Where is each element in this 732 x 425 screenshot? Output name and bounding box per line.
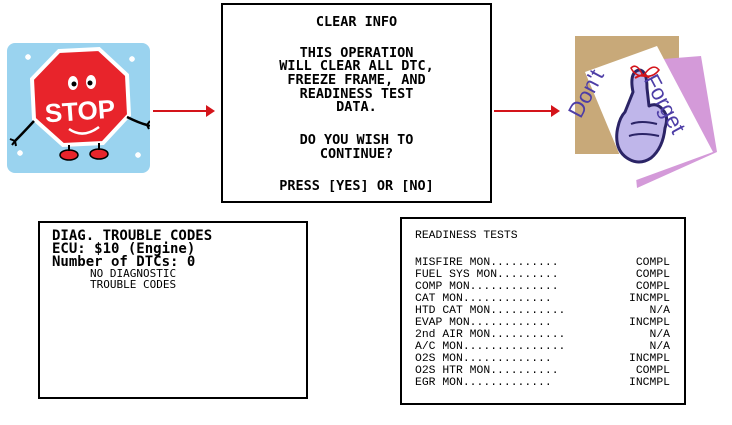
readiness-monitor: A/C MON............... (415, 341, 566, 353)
readiness-monitor: EVAP MON............ (415, 317, 552, 329)
readiness-row: O2S HTR MON.......... COMPL (415, 365, 670, 377)
arrow-right-icon (153, 105, 215, 117)
readiness-monitor: EGR MON............. (415, 377, 552, 389)
readiness-status: INCMPL (628, 377, 670, 389)
dtc-count: Number of DTCs: 0 (52, 254, 196, 270)
readiness-status: COMPL (635, 269, 670, 281)
readiness-status: INCMPL (628, 317, 670, 329)
clear-info-prompt: PRESS [YES] OR [NO] (279, 178, 434, 194)
readiness-row: CAT MON............. INCMPL (415, 293, 670, 305)
readiness-tests-screen: READINESS TESTS MISFIRE MON.......... CO… (400, 217, 686, 405)
finger-with-string-icon (575, 36, 717, 188)
readiness-monitor: O2S MON............. (415, 353, 552, 365)
readiness-monitor: HTD CAT MON........... (415, 305, 566, 317)
dont-forget-illustration: Don't Forget (561, 32, 721, 190)
clear-info-line: THIS OPERATION (299, 45, 414, 61)
readiness-status: N/A (649, 329, 670, 341)
stop-sign-word: STOP (43, 93, 117, 129)
readiness-monitor: FUEL SYS MON......... (415, 269, 559, 281)
readiness-monitor: COMP MON............. (415, 281, 559, 293)
dtc-message: NO DIAGNOSTIC (90, 267, 177, 280)
readiness-row: O2S MON............. INCMPL (415, 353, 670, 365)
diag-trouble-codes-screen: DIAG. TROUBLE CODES ECU: $10 (Engine) Nu… (38, 221, 308, 399)
clear-info-title: CLEAR INFO (315, 14, 398, 30)
readiness-monitor: 2nd AIR MON........... (415, 329, 566, 341)
readiness-status: N/A (649, 341, 670, 353)
readiness-title: READINESS TESTS (415, 230, 518, 242)
clear-info-line: WILL CLEAR ALL DTC, (279, 58, 434, 74)
readiness-monitor: CAT MON............. (415, 293, 552, 305)
clear-info-question: DO YOU WISH TO (299, 132, 414, 148)
readiness-status: INCMPL (628, 293, 670, 305)
stop-sign-cartoon-icon (9, 46, 150, 161)
readiness-status: INCMPL (628, 353, 670, 365)
readiness-row: COMP MON............. COMPL (415, 281, 670, 293)
readiness-row: A/C MON............... N/A (415, 341, 670, 353)
readiness-monitor: O2S HTR MON.......... (415, 365, 559, 377)
readiness-row: 2nd AIR MON........... N/A (415, 329, 670, 341)
clear-info-line: FREEZE FRAME, AND (287, 72, 426, 88)
readiness-row: FUEL SYS MON......... COMPL (415, 269, 670, 281)
readiness-row: MISFIRE MON.......... COMPL (415, 257, 670, 269)
readiness-status: COMPL (635, 281, 670, 293)
dtc-ecu: ECU: $10 (Engine) (52, 241, 196, 257)
stop-sign-illustration: STOP (7, 43, 150, 173)
readiness-status: COMPL (635, 257, 670, 269)
readiness-row: HTD CAT MON........... N/A (415, 305, 670, 317)
readiness-monitor: MISFIRE MON.......... (415, 257, 559, 269)
dtc-title: DIAG. TROUBLE CODES (52, 228, 213, 244)
dtc-message: TROUBLE CODES (90, 278, 177, 291)
readiness-status: N/A (649, 305, 670, 317)
readiness-row: EVAP MON............ INCMPL (415, 317, 670, 329)
clear-info-question: CONTINUE? (319, 146, 394, 162)
arrow-right-icon (494, 105, 560, 117)
clear-info-screen: CLEAR INFO THIS OPERATION WILL CLEAR ALL… (221, 3, 492, 203)
clear-info-line: READINESS TEST (299, 86, 414, 102)
readiness-row: EGR MON............. INCMPL (415, 377, 670, 389)
readiness-status: COMPL (635, 365, 670, 377)
clear-info-line: DATA. (336, 99, 377, 115)
